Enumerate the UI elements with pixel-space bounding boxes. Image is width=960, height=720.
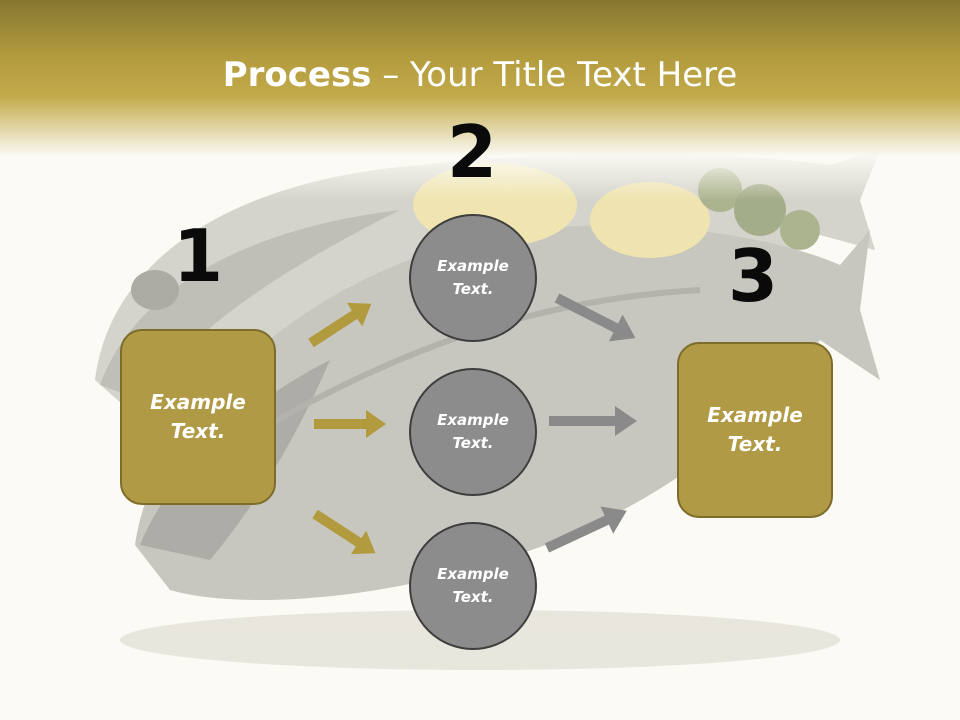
header-band [0,0,960,200]
slide-title: Process – Your Title Text Here [0,52,960,98]
step-1-box[interactable]: Example Text. [120,329,276,505]
title-bold-part: Process [222,55,372,95]
title-rest: – Your Title Text Here [371,55,738,95]
step-number-2: 2 [446,110,498,194]
step-3-box[interactable]: Example Text. [677,342,833,518]
step-2-circle-top[interactable]: Example Text. [409,214,537,342]
step-2-circle-middle[interactable]: Example Text. [409,368,537,496]
step-number-3: 3 [727,234,779,318]
step-2-circle-bottom[interactable]: Example Text. [409,522,537,650]
step-number-1: 1 [172,214,224,298]
